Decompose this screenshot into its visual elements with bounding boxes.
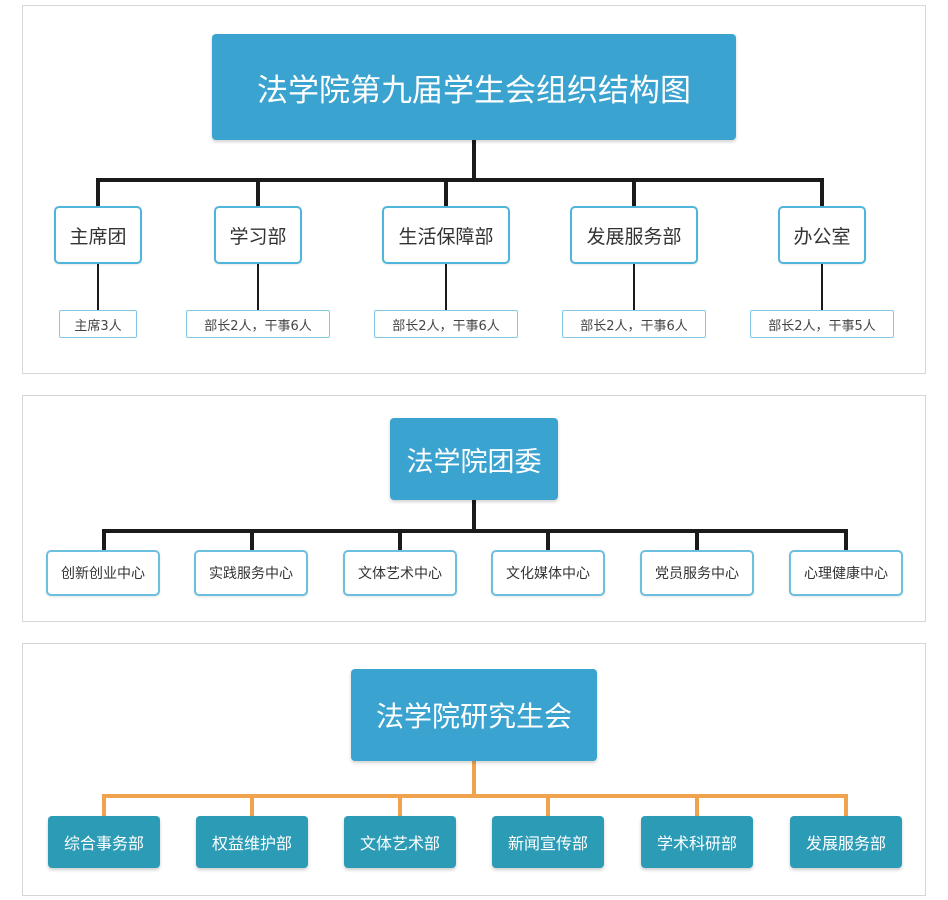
graduate-dept-general-affairs: 综合事务部 [48,816,160,868]
union-dept-study: 学习部 [214,206,302,264]
league-center-innovation: 创新创业中心 [46,550,160,596]
league-connectors [102,500,848,550]
graduate-connectors [102,761,848,816]
league-center-party-member: 党员服务中心 [640,550,754,596]
league-center-practice: 实践服务中心 [194,550,308,596]
union-detail-life-support: 部长2人，干事6人 [374,310,518,338]
graduate-dept-rights: 权益维护部 [196,816,308,868]
league-center-media: 文化媒体中心 [491,550,605,596]
union-dept-development-service: 发展服务部 [570,206,698,264]
union-dept-office: 办公室 [778,206,866,264]
union-detail-connectors [97,264,823,310]
graduate-dept-development: 发展服务部 [790,816,902,868]
union-detail-development-service: 部长2人，干事6人 [562,310,706,338]
league-title: 法学院团委 [390,418,558,500]
graduate-dept-news: 新闻宣传部 [492,816,604,868]
graduate-dept-arts: 文体艺术部 [344,816,456,868]
union-detail-presidium: 主席3人 [59,310,137,338]
league-center-arts: 文体艺术中心 [343,550,457,596]
graduate-dept-academic: 学术科研部 [641,816,753,868]
union-connectors [96,140,824,206]
union-dept-presidium: 主席团 [54,206,142,264]
union-title: 法学院第九届学生会组织结构图 [212,34,736,140]
union-detail-study: 部长2人，干事6人 [186,310,330,338]
graduate-title: 法学院研究生会 [351,669,597,761]
union-dept-life-support: 生活保障部 [382,206,510,264]
league-center-mental-health: 心理健康中心 [789,550,903,596]
union-detail-office: 部长2人，干事5人 [750,310,894,338]
